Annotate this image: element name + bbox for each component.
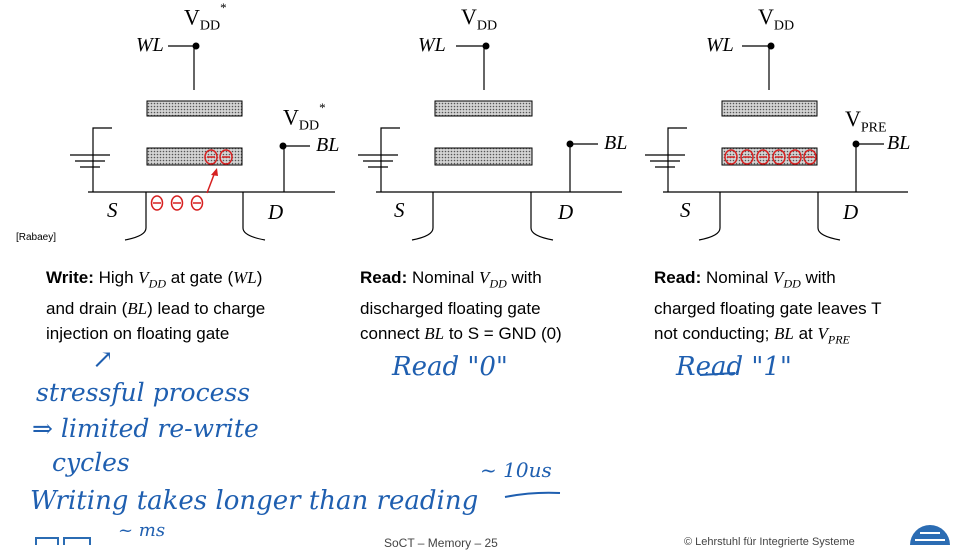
handwritten-read-0: Read "0" <box>392 352 508 382</box>
bl-label-panel2: BL <box>604 132 628 154</box>
wl-label-panel1: WL <box>136 34 164 56</box>
source-label-panel1: S <box>107 198 118 222</box>
wl-label-panel3: WL <box>706 34 734 56</box>
handwritten-note-5: Writing takes longer than reading <box>30 486 479 516</box>
drain-label-panel1: D <box>268 200 284 224</box>
drain-label-panel2: D <box>558 200 574 224</box>
panel-read-1 <box>645 42 908 241</box>
handwritten-note-4: ~ 10us <box>480 458 552 482</box>
control-gate <box>146 100 243 117</box>
handwritten-arrow: ↗ <box>92 345 114 375</box>
drain-label-panel3: D <box>843 200 859 224</box>
wl-label-panel2: WL <box>418 34 446 56</box>
bl-label-panel1: BL <box>316 134 340 156</box>
handwritten-note-2: ⇒ limited re-write <box>32 414 259 443</box>
tum-logo <box>35 537 91 545</box>
university-logo <box>910 525 950 545</box>
vdd-label-panel2: VDD <box>461 4 498 34</box>
caption-write: Write: High VDD at gate (WL) and drain (… <box>46 268 266 344</box>
drain-voltage-label-panel1: VDD* <box>283 100 326 134</box>
handwritten-strokes <box>504 372 736 498</box>
caption-read-1: Read: Nominal VDD with charged floating … <box>654 268 882 347</box>
vdd-label-panel3: VDD <box>758 4 795 34</box>
handwritten-note-3: cycles <box>52 448 130 477</box>
drain-voltage-label-panel3: VPRE <box>845 106 887 136</box>
citation: [Rabaey] <box>16 232 57 243</box>
panel-write <box>70 42 335 241</box>
panel-read-0 <box>358 42 622 241</box>
floating-gate <box>146 147 243 166</box>
footer-slide-id: SoCT – Memory – 25 <box>384 536 498 550</box>
footer-copyright: © Lehrstuhl für Integrierte Systeme <box>684 536 855 548</box>
source-label-panel2: S <box>394 198 405 222</box>
vdd-label-panel1: VDD* <box>184 0 227 34</box>
caption-read-0: Read: Nominal VDD with discharged floati… <box>360 268 562 344</box>
source-label-panel3: S <box>680 198 691 222</box>
handwritten-note-6: ~ ms <box>118 520 166 541</box>
electrons <box>150 149 233 211</box>
handwritten-note-1: stressful process <box>36 378 251 407</box>
electrons <box>724 149 817 165</box>
bl-label-panel3: BL <box>887 132 911 154</box>
handwritten-read-1: Read "1" <box>676 352 792 382</box>
